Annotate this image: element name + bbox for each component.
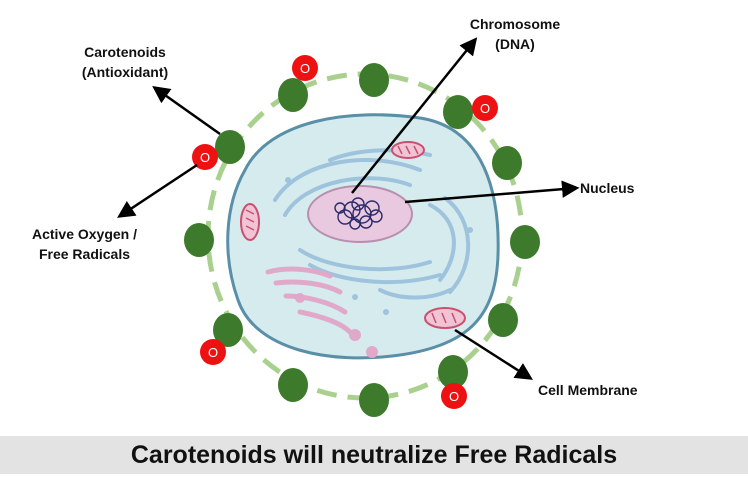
label-active-oxygen-line2: Free Radicals <box>38 246 131 262</box>
svg-text:O: O <box>300 61 310 76</box>
label-chromosome-line1: Chromosome <box>469 16 561 32</box>
carotenoid-circle <box>278 368 308 402</box>
carotenoids <box>184 63 540 417</box>
carotenoid-circle <box>510 225 540 259</box>
mitochondrion <box>240 203 260 241</box>
vesicle <box>366 346 378 358</box>
free-radical: O <box>441 383 467 409</box>
arrow-chromosome <box>351 37 478 194</box>
carotenoid-circle <box>359 383 389 417</box>
mitochondrion <box>424 307 466 329</box>
free-radicals: O O O O O <box>192 55 498 409</box>
label-active-oxygen: Active Oxygen / Free Radicals <box>12 224 157 264</box>
arrow-nucleus <box>404 180 580 204</box>
nucleus <box>307 185 413 243</box>
label-chromosome-line2: (DNA) <box>495 36 535 52</box>
free-radical: O <box>292 55 318 81</box>
label-carotenoids-line1: Carotenoids <box>84 44 166 60</box>
vesicle <box>295 293 305 303</box>
carotenoid-circle <box>184 223 214 257</box>
carotenoid-circle <box>213 313 243 347</box>
free-radical: O <box>200 339 226 365</box>
carotenoid-circle <box>488 303 518 337</box>
cell <box>226 113 500 360</box>
mitochondrion <box>391 141 425 159</box>
arrow-cell-membrane <box>454 328 533 380</box>
label-nucleus: Nucleus <box>580 180 635 196</box>
label-chromosome: Chromosome (DNA) <box>455 14 575 54</box>
pointer-arrows <box>117 37 580 380</box>
label-carotenoids-line2: (Antioxidant) <box>81 64 169 80</box>
svg-text:O: O <box>200 150 210 165</box>
carotenoid-circle <box>492 146 522 180</box>
dna-chromosome <box>334 197 383 230</box>
arrow-active-oxygen <box>117 163 198 218</box>
carotenoid-circle <box>443 95 473 129</box>
endoplasmic-reticulum <box>273 148 471 300</box>
label-active-oxygen-line1: Active Oxygen / <box>31 226 138 242</box>
caption-bar: Carotenoids will neutralize Free Radical… <box>0 436 748 474</box>
free-radical: O <box>472 95 498 121</box>
carotenoid-circle <box>438 355 468 389</box>
carotenoid-circle <box>278 78 308 112</box>
carotenoid-circle <box>215 130 245 164</box>
free-radical: O <box>192 144 218 170</box>
svg-text:O: O <box>449 389 459 404</box>
svg-text:O: O <box>208 345 218 360</box>
caption: Carotenoids will neutralize Free Radical… <box>130 440 618 469</box>
svg-text:O: O <box>480 101 490 116</box>
vesicle <box>349 329 361 341</box>
label-carotenoids: Carotenoids (Antioxidant) <box>55 42 195 82</box>
label-cell-membrane: Cell Membrane <box>538 382 638 398</box>
carotenoid-circle <box>359 63 389 97</box>
golgi-apparatus <box>265 266 353 335</box>
ribosomes <box>285 177 473 315</box>
arrow-carotenoids <box>152 85 221 136</box>
nuclear-envelope <box>307 185 413 243</box>
